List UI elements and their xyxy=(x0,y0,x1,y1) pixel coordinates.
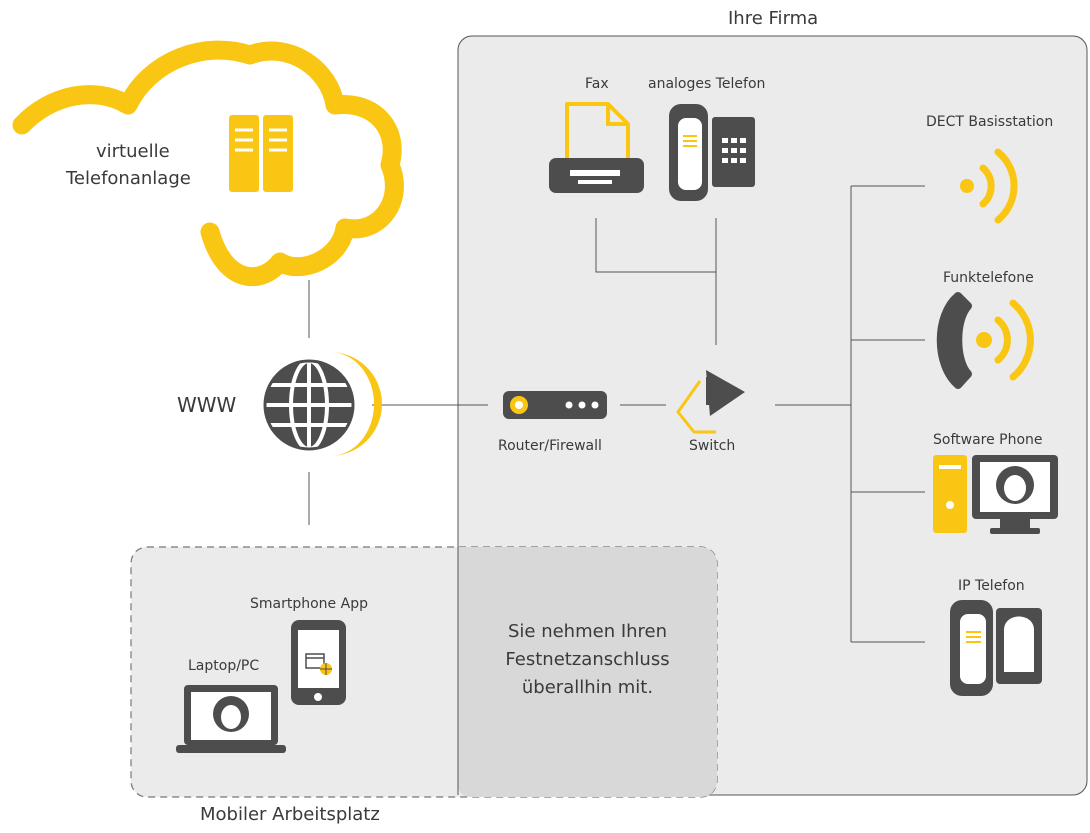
cordless-label: Funktelefone xyxy=(943,270,1034,286)
globe-icon xyxy=(263,352,382,456)
laptop-icon xyxy=(176,685,286,753)
ip-phone-icon xyxy=(950,600,1042,696)
cordless-phone-icon xyxy=(936,292,1034,389)
company-label: Ihre Firma xyxy=(728,8,819,29)
cloud-label-line1: virtuelle xyxy=(96,141,170,162)
fax-icon xyxy=(549,102,644,193)
fax-label: Fax xyxy=(585,76,609,92)
router-icon xyxy=(503,391,607,419)
smartphone-label: Smartphone App xyxy=(250,596,368,612)
dect-label: DECT Basisstation xyxy=(926,114,1054,130)
dect-base-icon xyxy=(960,148,1018,224)
laptop-label: Laptop/PC xyxy=(188,658,260,674)
mobile-workplace-label: Mobiler Arbeitsplatz xyxy=(200,804,380,825)
switch-icon xyxy=(676,370,745,434)
analog-phone-label: analoges Telefon xyxy=(648,76,766,92)
connection-lines xyxy=(308,185,925,643)
message-line1: Sie nehmen Ihren xyxy=(507,621,668,642)
overlap-region xyxy=(458,547,717,797)
message-line3: überallhin mit. xyxy=(521,677,654,698)
message-line2: Festnetzanschluss xyxy=(505,649,670,670)
switch-label: Switch xyxy=(689,438,736,454)
desk-phone-icon xyxy=(669,104,755,201)
www-label: WWW xyxy=(177,393,237,417)
server-icon xyxy=(229,115,293,192)
cloud-icon xyxy=(12,40,404,287)
software-phone-label: Software Phone xyxy=(933,432,1043,448)
router-label: Router/Firewall xyxy=(498,438,602,454)
software-phone-icon xyxy=(933,455,1058,534)
ip-phone-label: IP Telefon xyxy=(958,578,1025,594)
cloud-label-line2: Telefonanlage xyxy=(66,168,191,189)
smartphone-icon xyxy=(291,620,346,705)
